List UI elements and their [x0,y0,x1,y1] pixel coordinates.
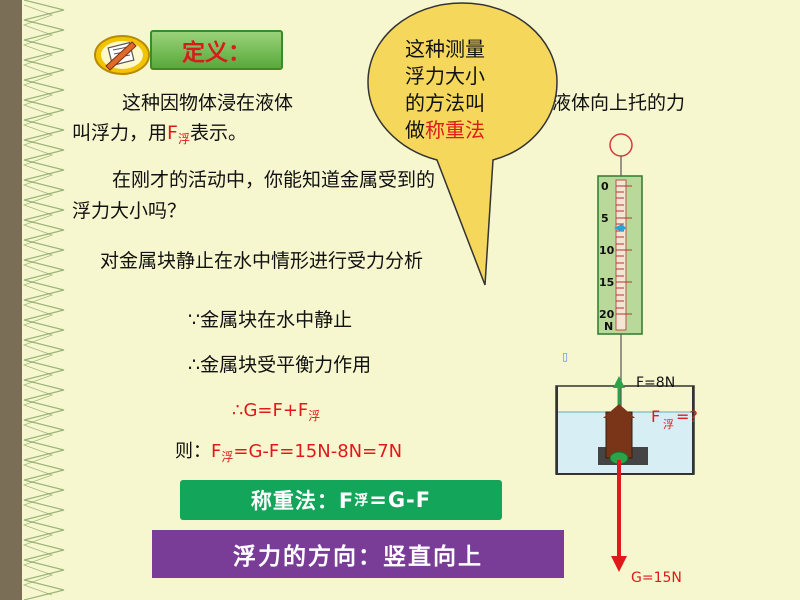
result-f: F [211,441,222,462]
result-line: 则：F浮=G-F=15N-8N=7N [175,437,402,472]
line2-suffix: 表示。 [189,122,247,144]
buoyancy-label-sub: 浮 [663,418,674,431]
callout-line1: 这种测量 [405,37,485,61]
scale-pointer [614,224,626,232]
spring-scale-apparatus: 0 5 10 15 20 N F=8N F 浮 =? G=15N [555,133,698,586]
formula-prefix: 称重法：F [250,489,355,513]
result-label: 则： [175,441,211,462]
reason-therefore: ∴金属块受平衡力作用 [188,354,372,376]
metal-block [605,411,633,459]
p2-text-a: 在刚才的活动中，你能知道 [112,169,341,191]
tick-20: 20 [599,308,615,321]
reason-because: ∵金属块在水中静止 [188,309,353,331]
small-box-glyph: ▯ [562,350,569,363]
paragraph1-part2: 液体向上托的力 [552,92,686,114]
buoyancy-subscript: 浮 [177,132,190,146]
formula-suffix: =G-F [369,488,432,512]
callout-emphasis: 称重法 [425,118,485,142]
p2-text-b: 金属 [340,169,379,191]
analysis-text: 对金属块静止在水中情形进行受力分析 [100,250,424,272]
callout-line2: 浮力大小 [405,64,485,88]
p2-text-c: 受到的 [378,169,436,191]
scale-ring [609,133,633,157]
result-rest: =G-F=15N-8N=7N [233,441,403,462]
definition-label: 定义： [150,30,283,70]
callout-text: 这种测量 浮力大小 的方法叫 做称重法 [405,36,535,144]
tick-10: 10 [599,244,615,257]
buoyancy-arrow [603,404,635,418]
buoyancy-symbol: F [167,122,178,144]
line2-prefix: 叫浮力，用 [72,122,168,144]
formula-sub: 浮 [354,493,370,509]
zigzag-ribbon [22,0,65,600]
paragraph2-line2: 浮力大小吗？ [72,200,187,222]
tick-15: 15 [599,276,614,289]
result-sub: 浮 [221,450,234,464]
tick-5: 5 [601,212,609,225]
callout-bubble [367,2,558,286]
direction-box: 浮力的方向：竖直向上 [152,530,564,578]
callout-line4-prefix: 做 [405,118,425,142]
equation-main: ∴G=F+F [232,400,309,421]
book-pencil-icon [94,35,150,75]
tension-arrow [613,376,625,388]
tension-label: F=8N [636,375,675,391]
gravity-arrow [611,556,627,572]
tick-0: 0 [601,180,609,193]
left-decoration-bar [0,0,22,600]
buoyancy-label-rest: =? [676,407,698,426]
scale-unit: N [604,320,613,333]
equation: ∴G=F+F浮 [232,396,320,431]
callout-line3: 的方法叫 [405,91,485,115]
paragraph2-line1: 在刚才的活动中，你能知道金属受到的 [112,165,435,195]
equation-sub: 浮 [308,409,321,423]
paragraph1-line2: 叫浮力，用F浮表示。 [72,118,247,154]
paragraph1-part1: 这种因物体浸在液体 [122,92,294,114]
buoyancy-label-f: F [651,407,660,426]
gravity-label: G=15N [631,570,682,586]
